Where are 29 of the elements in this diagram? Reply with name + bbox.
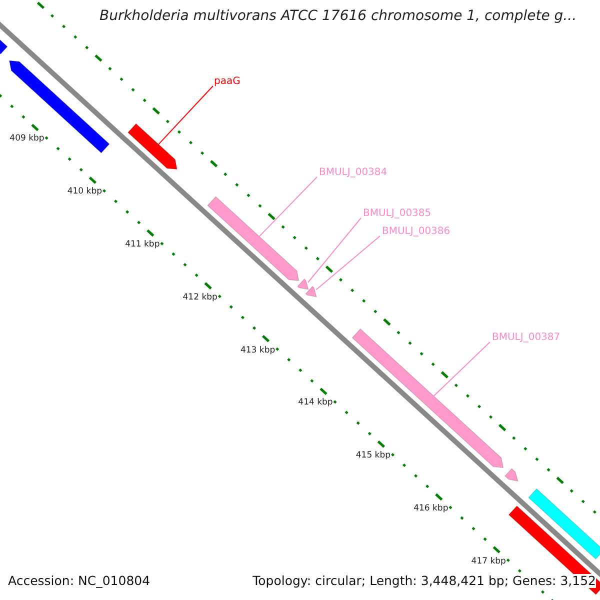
gene-bar (297, 278, 309, 290)
scale-label: 410 kbp (67, 188, 102, 197)
gene-label: BMULJ_00386 (382, 226, 450, 237)
leader-line (158, 86, 214, 145)
gene-bar (528, 488, 600, 560)
gene-bar (207, 196, 300, 282)
gene-label: BMULJ_00387 (492, 332, 560, 343)
scale-label: 409 kbp (10, 134, 44, 144)
gene-bar (127, 123, 178, 170)
leader-line (316, 236, 380, 290)
gene-bar (8, 60, 110, 154)
leader-line (258, 176, 318, 237)
leader-line (308, 218, 362, 283)
gene-bar (305, 286, 318, 298)
scale-label: 417 kbp (471, 557, 506, 566)
title: Burkholderia multivorans ATCC 17616 chromosome 1, complete g... (99, 9, 577, 24)
gene-label: BMULJ_00385 (363, 208, 432, 219)
scale-label: 412 kbp (182, 293, 218, 302)
scale-label: 411 kbp (125, 240, 160, 250)
genome-summary-text: Topology: circular; Length: 3,448,421 bp; Genes: 3,152 (252, 574, 596, 588)
gene-label: BMULJ_00384 (319, 167, 388, 178)
accession-text: Accession: NC_010804 (8, 574, 150, 588)
scale-label: 413 kbp (240, 346, 276, 356)
gene-bar (504, 468, 518, 482)
gene-label: paaG (214, 76, 240, 87)
scale-label: 415 kbp (356, 452, 391, 461)
scale-label: 414 kbp (298, 398, 333, 408)
scale-label: 416 kbp (414, 504, 448, 514)
leader-line (433, 342, 490, 397)
